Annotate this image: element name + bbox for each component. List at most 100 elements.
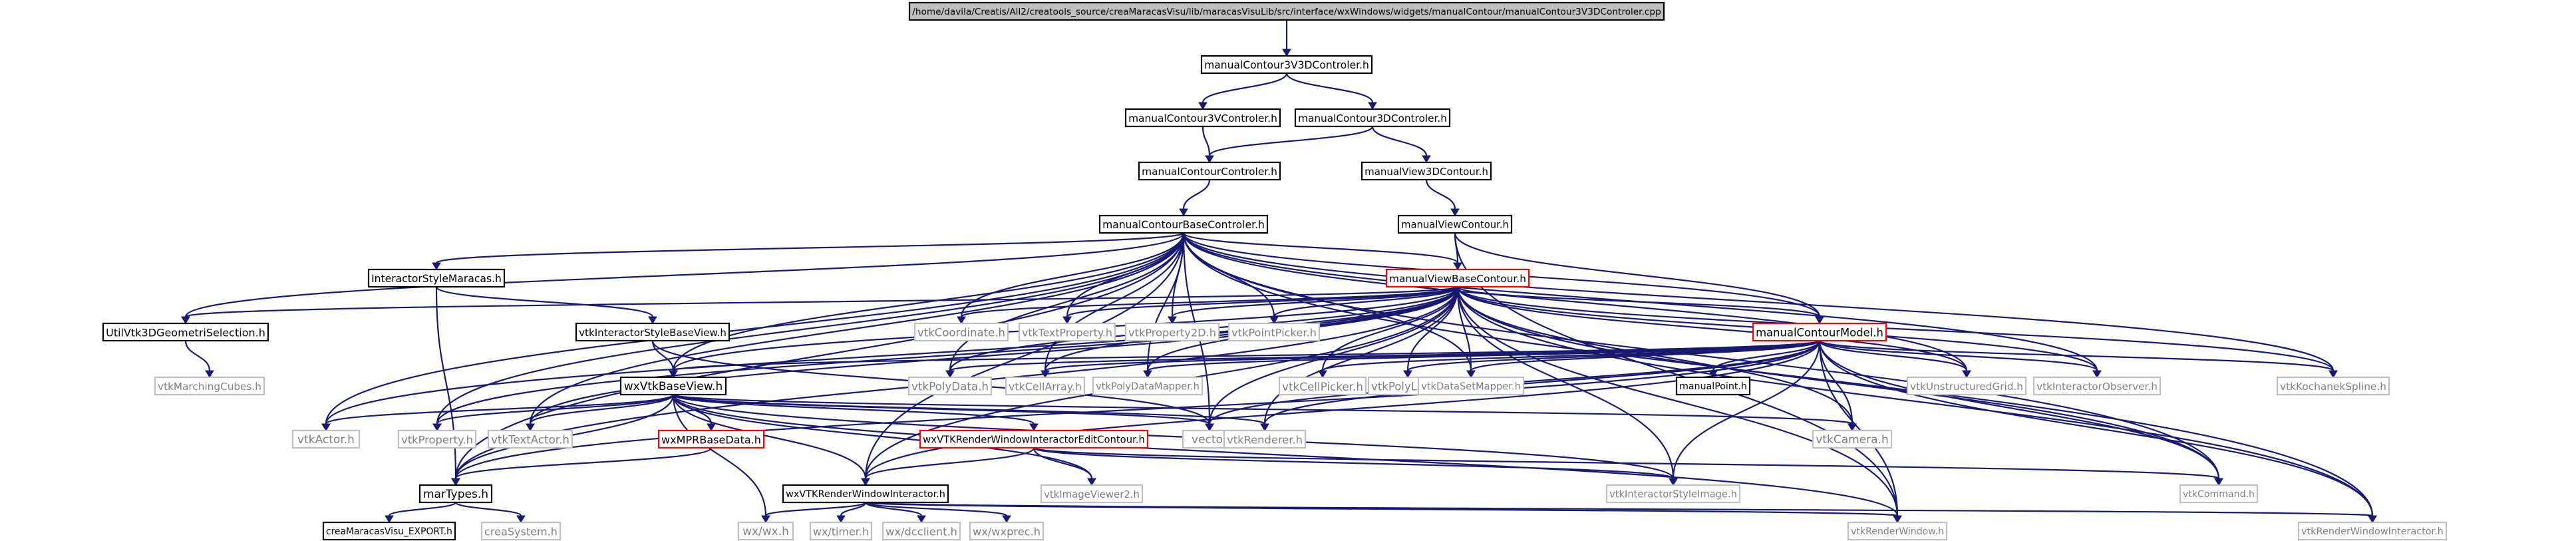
edge-line	[1044, 232, 1185, 371]
graph-node[interactable]: creaMaracasVisu_EXPORT.h	[322, 521, 456, 541]
edge-arrowhead	[1168, 316, 1177, 324]
edge-line	[1470, 339, 1821, 372]
edge-line	[1456, 286, 1472, 371]
edge-line	[1273, 286, 1459, 317]
node-box	[1040, 484, 1144, 504]
edge-line	[840, 502, 867, 516]
graph-node: vtkMarchingCubes.h	[154, 376, 265, 396]
node-label: vtkCellPicker.h	[1282, 380, 1363, 393]
edge-arrowhead	[669, 370, 678, 378]
graph-node[interactable]: manualViewContour.h	[1397, 214, 1513, 234]
edge-line	[949, 232, 1185, 371]
node-label: vtkRenderWindow.h	[1851, 526, 1944, 537]
graph-node[interactable]: manualPoint.h	[1675, 376, 1751, 396]
graph-node[interactable]: wxVTKRenderWindowInteractorEditContour.h	[919, 429, 1149, 449]
node-label: wx/wx.h	[742, 525, 789, 538]
node-label: wxVtkBaseView.h	[624, 380, 723, 393]
graph-node[interactable]: /home/davila/Creatis/All2/creatools_sour…	[908, 1, 1665, 21]
edge-line	[1285, 73, 1374, 103]
edge-n16-n49	[1818, 340, 2377, 523]
graph-node[interactable]: manualContour3DControler.h	[1294, 108, 1451, 128]
edge-n18-n33	[672, 393, 1039, 431]
graph-node[interactable]: vtkInteractorStyleBaseView.h	[575, 322, 730, 342]
edge-n18-n30	[432, 393, 675, 431]
edge-n16-n24	[1466, 339, 1821, 378]
graph-node[interactable]: InteractorStyleMaracas.h	[367, 268, 506, 288]
edge-line	[436, 286, 1459, 425]
graph-node[interactable]: manualView3DContour.h	[1361, 161, 1492, 181]
graph-node: vtkTextActor.h	[487, 429, 573, 449]
node-box	[1200, 55, 1373, 75]
node-box	[1278, 376, 1367, 396]
edge-line	[1146, 339, 1821, 372]
edge-line	[672, 394, 1675, 479]
edge-arrowhead	[2368, 515, 2377, 523]
graph-node: vtkUnstructuredGrid.h	[1906, 376, 2027, 396]
edge-arrowhead	[2214, 478, 2223, 486]
graph-node: vtkProperty2D.h	[1124, 322, 1220, 342]
edge-line	[1456, 286, 1899, 516]
edge-line	[325, 232, 1185, 425]
edge-line	[764, 501, 867, 517]
node-label: vtkPolyDataMapper.h	[1096, 381, 1200, 393]
edge-arrowhead	[1422, 155, 1431, 163]
node-box	[1397, 214, 1513, 234]
node-box	[1018, 322, 1116, 342]
edge-n38-n44	[761, 501, 867, 523]
edge-line	[1033, 447, 1093, 479]
node-box	[1124, 108, 1281, 128]
edge-arrowhead	[1669, 478, 1678, 486]
graph-node[interactable]: wxVTKRenderWindowInteractor.h	[782, 484, 949, 504]
edge-line	[1182, 232, 1968, 371]
edge-arrowhead	[2329, 370, 2338, 378]
edge-line	[325, 393, 675, 425]
node-box	[782, 484, 949, 504]
edge-line	[1425, 179, 1456, 210]
node-box	[1294, 108, 1451, 128]
node-label: manualContour3VControler.h	[1128, 112, 1277, 124]
node-label: creaMaracasVisu_EXPORT.h	[326, 526, 452, 537]
edge-arrowhead	[1198, 102, 1208, 110]
edge-arrowhead	[1087, 478, 1096, 486]
edge-n3-n5	[1371, 126, 1431, 163]
node-label: vtkCellArray.h	[1009, 381, 1082, 393]
graph-node[interactable]: manualContour3VControler.h	[1124, 108, 1281, 128]
graph-node[interactable]: marTypes.h	[418, 484, 493, 504]
edge-n16-n27	[1818, 339, 2102, 378]
node-box	[397, 429, 477, 449]
edge-n6-n12	[957, 232, 1185, 324]
edge-line	[1818, 340, 1968, 371]
node-box	[657, 429, 765, 449]
node-box	[2297, 521, 2448, 541]
edge-n1-n2	[1198, 73, 1288, 110]
edge-line	[1818, 339, 2098, 372]
node-box	[102, 322, 269, 342]
node-label: wx/wxprec.h	[973, 526, 1041, 538]
graph-node[interactable]: manualViewBaseContour.h	[1385, 268, 1530, 288]
edge-line	[1818, 340, 1899, 516]
graph-node[interactable]: manualContour3V3DControler.h	[1200, 55, 1373, 75]
node-box	[367, 268, 506, 288]
edge-n6-n10	[181, 232, 1185, 324]
edge-n9-n10	[181, 285, 1459, 324]
graph-node[interactable]: wxMPRBaseData.h	[657, 429, 765, 449]
node-label: manualViewContour.h	[1401, 220, 1509, 231]
edge-arrowhead	[181, 316, 190, 324]
node-label: vtkDataSetMapper.h	[1421, 381, 1521, 393]
graph-node[interactable]: manualContourControler.h	[1138, 161, 1281, 181]
node-label: vtkRenderWindowInteractor.h	[2301, 526, 2444, 537]
graph-node[interactable]: wxVtkBaseView.h	[619, 376, 727, 396]
graph-node[interactable]: manualContourModel.h	[1752, 322, 1887, 342]
edge-n37-n43	[454, 501, 526, 523]
edge-line	[435, 232, 1185, 264]
edge-line	[184, 340, 211, 371]
graph-node[interactable]: UtilVtk3DGeometriSelection.h	[102, 322, 269, 342]
node-box	[1361, 161, 1492, 181]
node-label: wxVTKRenderWindowInteractor.h	[786, 489, 945, 500]
node-label: vtkMarchingCubes.h	[158, 381, 261, 393]
node-label: vtkTextActor.h	[491, 434, 569, 447]
edge-n5-n7	[1425, 179, 1460, 216]
edge-line	[1454, 232, 1821, 317]
graph-node[interactable]: manualContourBaseControler.h	[1098, 214, 1269, 234]
edge-arrowhead	[1260, 423, 1269, 431]
